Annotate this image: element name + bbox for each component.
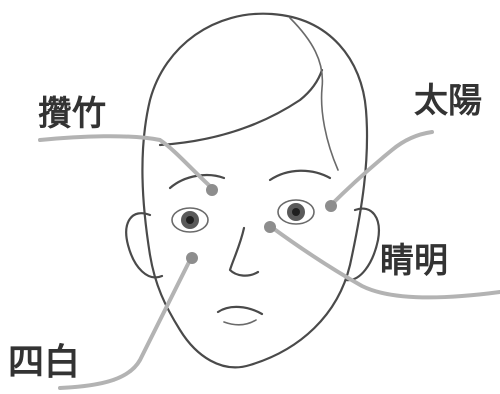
right-eye-outline — [277, 199, 315, 225]
right-ear — [344, 207, 380, 282]
leader-line-taiyang — [328, 130, 434, 208]
left-eye-pupil — [186, 216, 194, 224]
point-taiyang — [325, 200, 337, 212]
right-eyebrow — [268, 169, 332, 182]
hair-part-line — [289, 17, 339, 171]
mouth-lower — [223, 319, 257, 326]
mouth — [216, 305, 264, 316]
left-eye-outline — [171, 207, 209, 233]
leader-line-zanzhu — [38, 134, 214, 190]
head-outline — [141, 12, 369, 369]
right-eye-pupil — [292, 208, 300, 216]
point-zanzhu — [206, 184, 218, 196]
label-jingming: 睛明 — [380, 241, 448, 281]
left-ear — [125, 212, 164, 279]
leader-line-jingming — [268, 224, 500, 300]
point-sibai — [186, 252, 198, 264]
label-taiyang: 太陽 — [414, 81, 482, 121]
label-zanzhu: 攢竹 — [38, 94, 106, 134]
nose — [228, 226, 260, 277]
label-sibai: 四白 — [8, 342, 80, 383]
point-jingming — [264, 221, 276, 233]
leader-line-sibai — [58, 254, 194, 390]
hairline — [158, 68, 324, 147]
